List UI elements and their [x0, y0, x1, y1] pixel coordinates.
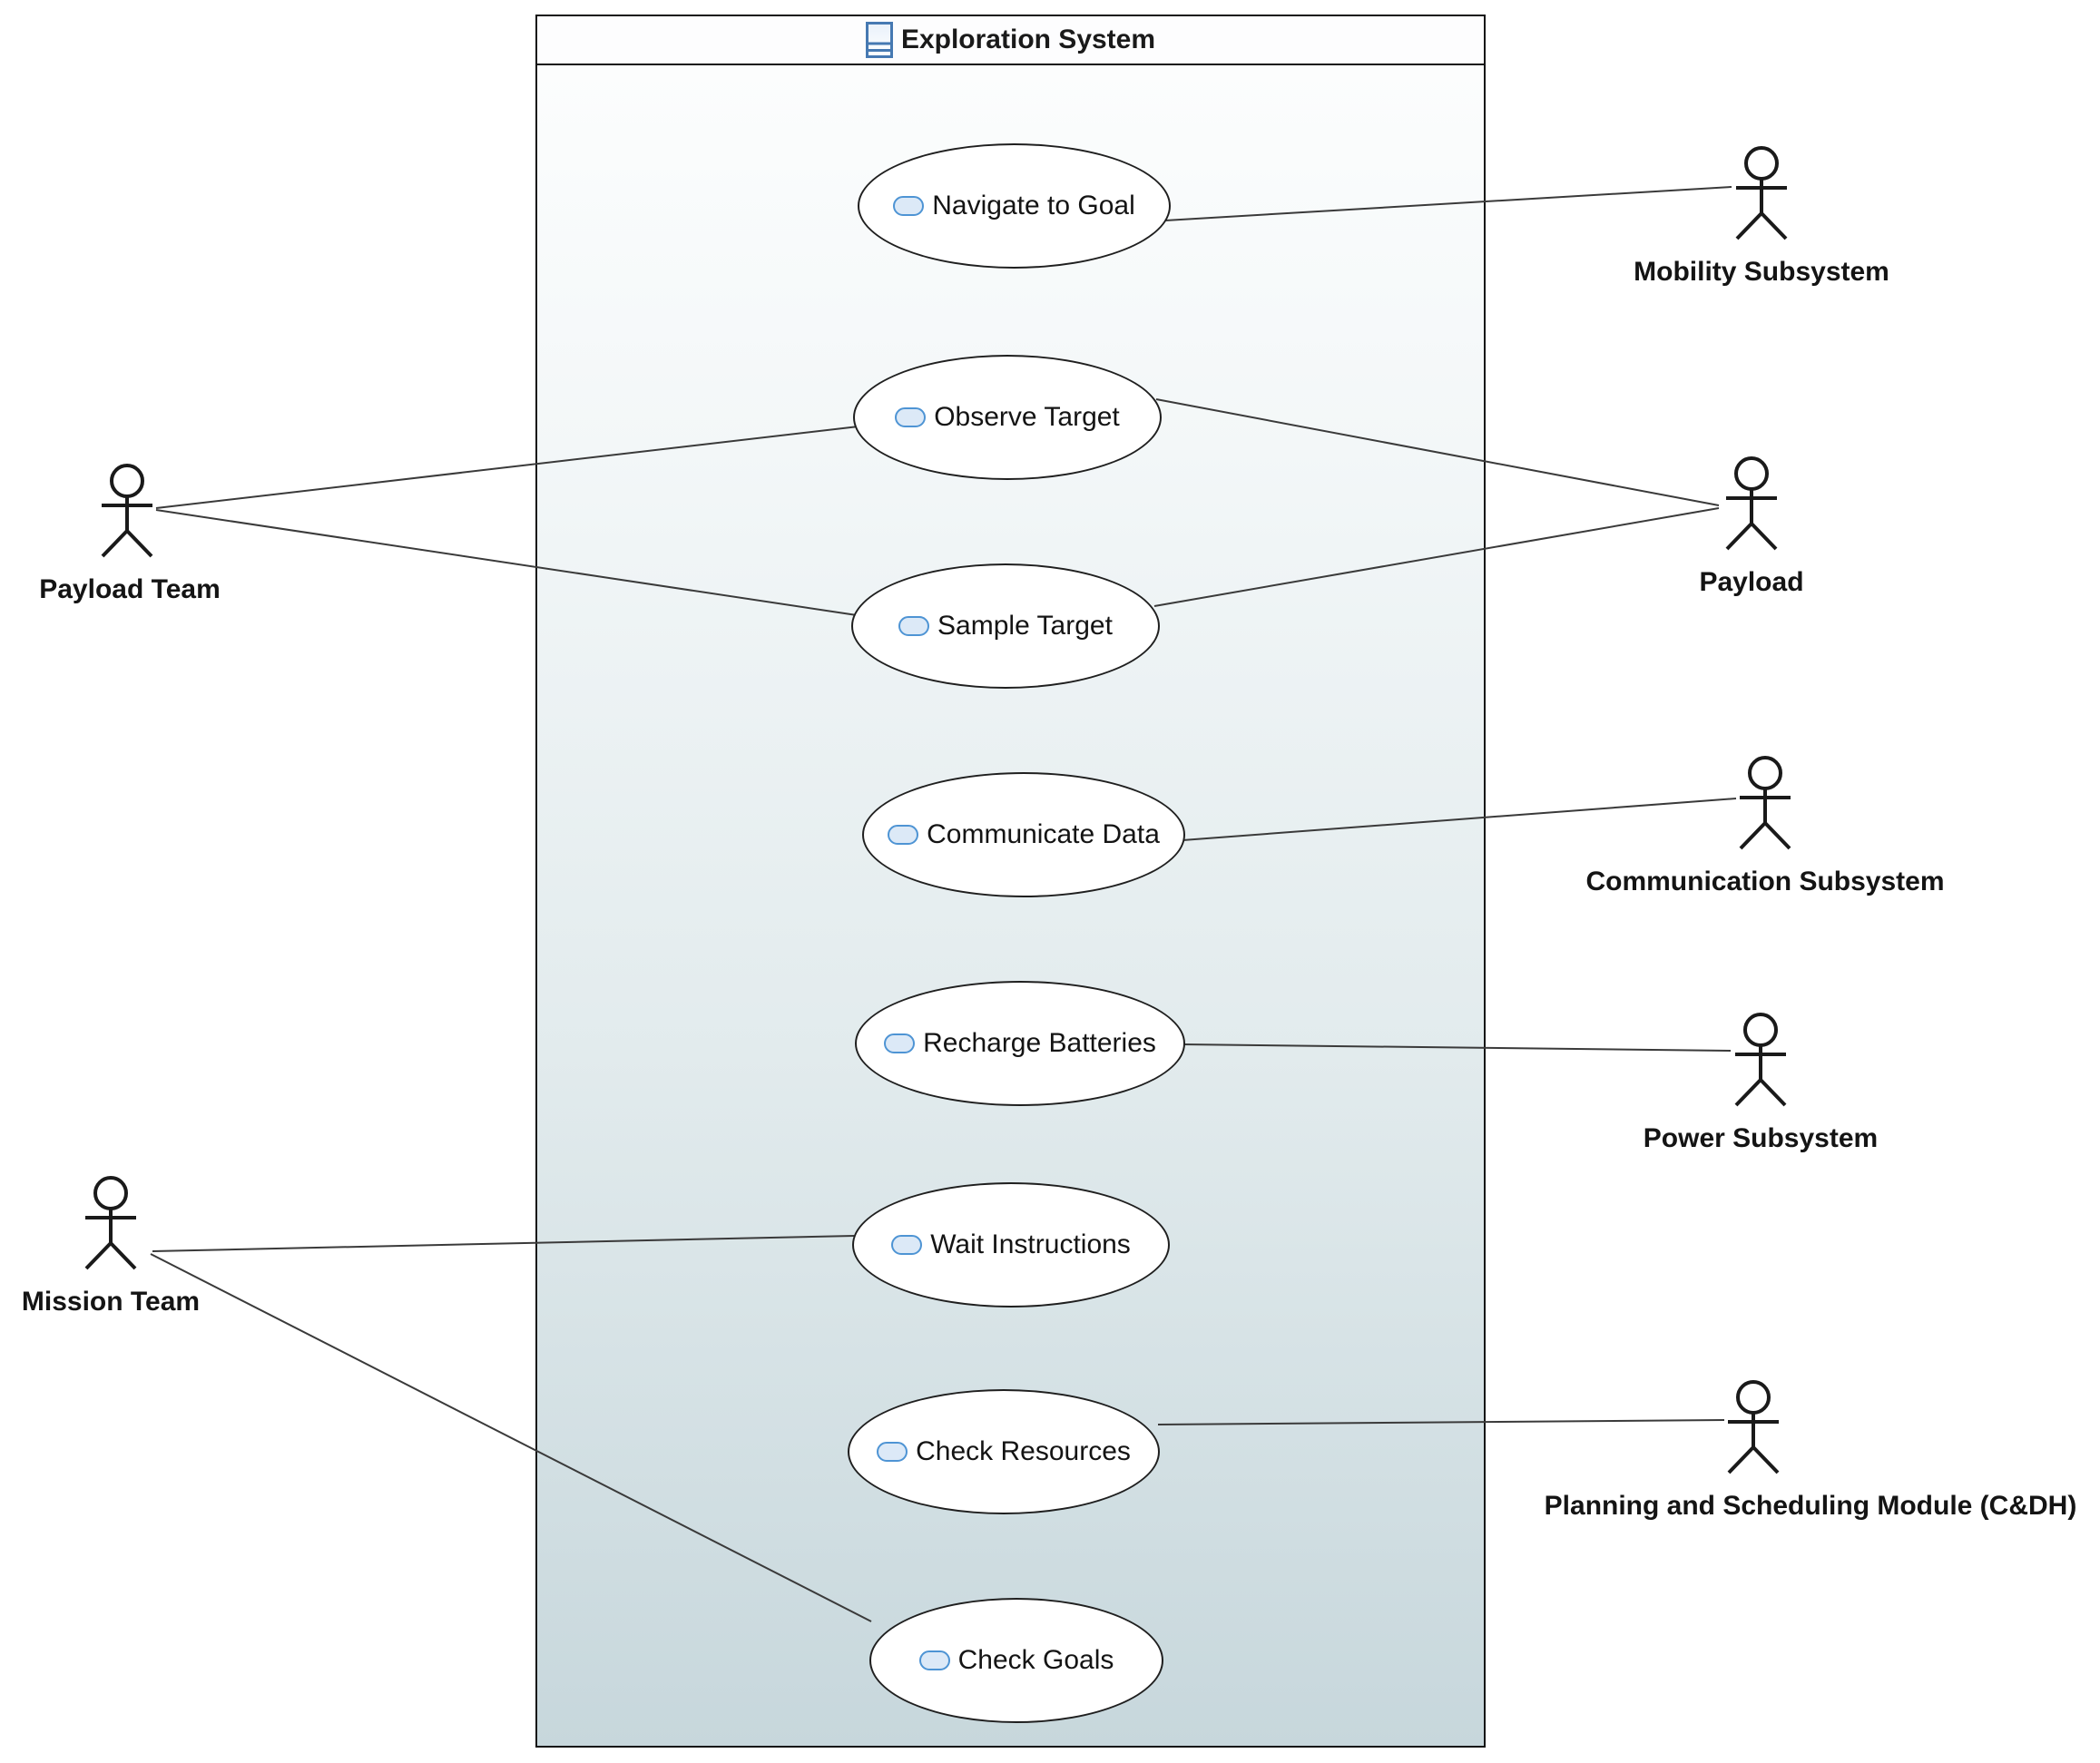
- actor-figure-mobility-subsystem[interactable]: [1735, 146, 1788, 240]
- actor-label-payload-team[interactable]: Payload Team: [39, 574, 221, 604]
- usecase-label: Sample Target: [937, 611, 1113, 641]
- usecase-oval-icon: [918, 1650, 950, 1670]
- association-check-resources--planning-module[interactable]: [1157, 1419, 1725, 1425]
- usecase-label: Check Resources: [916, 1436, 1131, 1466]
- association-observe-target--payload-team[interactable]: [155, 426, 859, 509]
- association-sample-target--payload-team[interactable]: [155, 509, 858, 616]
- usecase-oval-icon: [893, 196, 925, 216]
- association-check-goals--mission-team[interactable]: [150, 1253, 872, 1622]
- block-icon: [865, 22, 893, 58]
- usecase-check-goals[interactable]: Check Goals: [869, 1598, 1163, 1723]
- actor-label-mobility-subsystem[interactable]: Mobility Subsystem: [1634, 257, 1889, 287]
- actor-label-communication-subsystem[interactable]: Communication Subsystem: [1585, 867, 1945, 896]
- actor-label-power-subsystem[interactable]: Power Subsystem: [1643, 1123, 1879, 1153]
- usecase-label: Recharge Batteries: [923, 1028, 1156, 1058]
- usecase-sample-target[interactable]: Sample Target: [851, 563, 1160, 689]
- system-title: Exploration System: [900, 24, 1156, 54]
- usecase-oval-icon: [884, 1033, 916, 1053]
- actor-figure-payload-team[interactable]: [101, 464, 153, 558]
- actor-label-planning-module[interactable]: Planning and Scheduling Module (C&DH): [1544, 1491, 2077, 1521]
- actor-label-payload[interactable]: Payload: [1699, 567, 1804, 597]
- usecase-oval-icon: [877, 1442, 908, 1462]
- association-communicate-data--communication-subsystem[interactable]: [1182, 798, 1737, 841]
- association-navigate-to-goal--mobility-subsystem[interactable]: [1164, 186, 1732, 221]
- actor-figure-payload[interactable]: [1725, 456, 1778, 551]
- usecase-label: Wait Instructions: [930, 1229, 1131, 1259]
- usecase-recharge-batteries[interactable]: Recharge Batteries: [855, 981, 1185, 1106]
- association-wait-instructions--mission-team[interactable]: [152, 1235, 855, 1252]
- usecase-label: Navigate to Goal: [932, 191, 1135, 220]
- association-recharge-batteries--power-subsystem[interactable]: [1182, 1043, 1732, 1052]
- usecase-communicate-data[interactable]: Communicate Data: [862, 772, 1185, 897]
- actor-figure-power-subsystem[interactable]: [1734, 1013, 1787, 1107]
- usecase-oval-icon: [895, 407, 927, 427]
- usecase-check-resources[interactable]: Check Resources: [848, 1389, 1160, 1514]
- usecase-wait-instructions[interactable]: Wait Instructions: [852, 1182, 1170, 1308]
- actor-label-mission-team[interactable]: Mission Team: [21, 1287, 201, 1317]
- association-sample-target--payload[interactable]: [1153, 507, 1720, 607]
- usecase-observe-target[interactable]: Observe Target: [853, 355, 1162, 480]
- usecase-oval-icon: [888, 825, 919, 845]
- actor-figure-planning-module[interactable]: [1727, 1380, 1780, 1474]
- usecase-oval-icon: [891, 1235, 923, 1255]
- usecase-oval-icon: [898, 616, 930, 636]
- actor-figure-communication-subsystem[interactable]: [1739, 756, 1791, 850]
- association-observe-target--payload[interactable]: [1155, 398, 1720, 506]
- actor-figure-mission-team[interactable]: [84, 1176, 137, 1270]
- usecase-navigate-to-goal[interactable]: Navigate to Goal: [858, 143, 1171, 269]
- usecase-label: Check Goals: [957, 1645, 1114, 1675]
- system-header: Exploration System: [537, 16, 1484, 65]
- usecase-label: Observe Target: [934, 402, 1120, 432]
- usecase-label: Communicate Data: [927, 819, 1160, 849]
